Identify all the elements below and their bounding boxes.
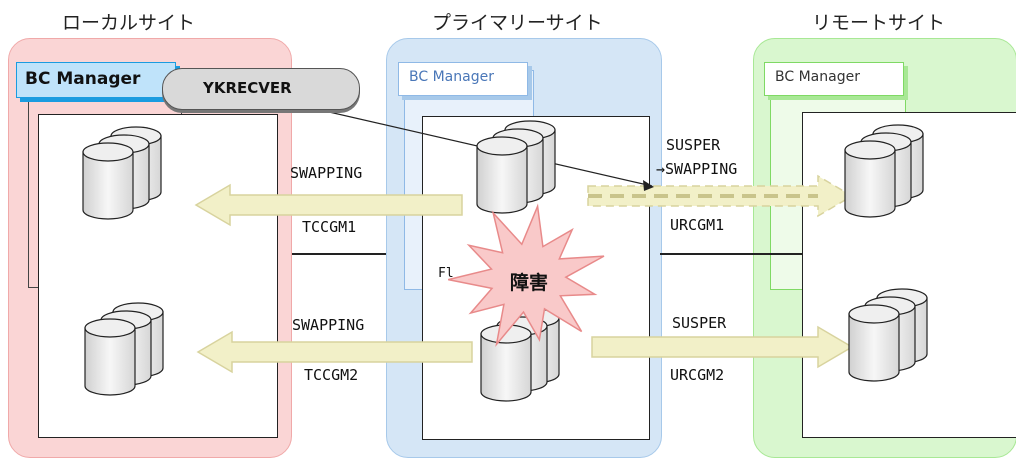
ur2-status: SUSPER: [672, 314, 727, 332]
command-pointer-line: [267, 97, 653, 187]
local-primary-connection-line: [292, 253, 386, 255]
ur2-group: URCGM2: [670, 366, 725, 384]
ur1-status-line2: →SWAPPING: [656, 160, 738, 178]
failure-label: 障害: [510, 272, 549, 294]
tc-arrow-2: [196, 330, 473, 374]
ykrecver-command: YKRECVER: [162, 68, 360, 110]
remote-site-title: リモートサイト: [812, 12, 946, 34]
tc1-status: SWAPPING: [290, 164, 363, 182]
primary-volume-1-disk-front: [476, 136, 528, 214]
local-bc-manager-box: BC Manager: [16, 62, 176, 98]
local-bc-manager-label: BC Manager: [25, 69, 141, 89]
local-volume-1-disk-front: [82, 142, 134, 220]
ur-arrow-2: [591, 325, 854, 369]
local-volume-2-disk-front: [84, 318, 136, 396]
primary-partial-label: Fl: [438, 266, 454, 281]
primary-bc-manager-box: BC Manager: [398, 62, 528, 96]
ur1-status-line1: SUSPER: [666, 136, 721, 154]
tc2-status: SWAPPING: [292, 316, 365, 334]
remote-bc-manager-label: BC Manager: [775, 69, 860, 85]
tc2-group: TCCGM2: [304, 366, 359, 384]
primary-site-title: プライマリーサイト: [432, 12, 603, 34]
local-site-title: ローカルサイト: [62, 12, 196, 34]
remote-volume-2-disk-front: [848, 304, 900, 382]
remote-volume-1-disk-front: [844, 140, 896, 218]
tc1-group: TCCGM1: [302, 218, 357, 236]
remote-bc-manager-box: BC Manager: [764, 62, 904, 96]
primary-bc-manager-label: BC Manager: [409, 69, 494, 85]
tc-arrow-1: [194, 183, 463, 227]
ykrecver-label: YKRECVER: [203, 79, 292, 97]
ur1-group: URCGM1: [670, 216, 725, 234]
primary-volume-2-disk-front: [480, 324, 532, 402]
failure-burst-shape: [448, 203, 605, 347]
primary-remote-connection-line: [660, 253, 802, 255]
